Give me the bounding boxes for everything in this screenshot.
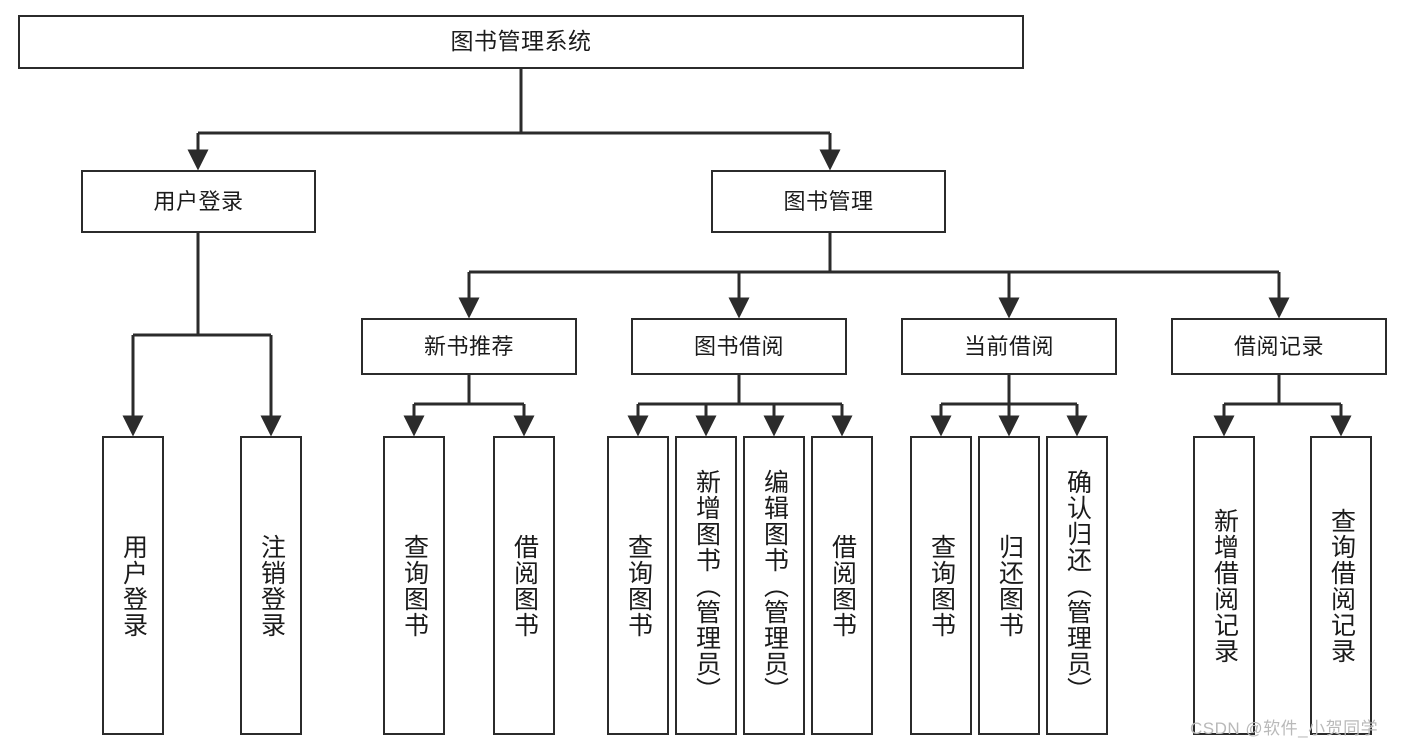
node-leaf-logout[interactable]: 注销登录	[240, 436, 302, 735]
node-leaf-query-book-2[interactable]: 查询图书	[607, 436, 669, 735]
node-label: 归还图书	[995, 533, 1024, 638]
node-leaf-add-borrow-record[interactable]: 新增借阅记录	[1193, 436, 1255, 735]
node-label: 借阅记录	[1233, 333, 1324, 359]
node-borrow-record[interactable]: 借阅记录	[1171, 318, 1387, 375]
node-label: 借阅图书	[828, 533, 857, 638]
node-label: 编辑图书（管理员）	[760, 468, 789, 703]
node-label: 新书推荐	[423, 333, 514, 359]
node-current-borrow[interactable]: 当前借阅	[901, 318, 1117, 375]
node-label: 新增借阅记录	[1210, 507, 1239, 664]
csdn-watermark: CSDN @软件_小贺同学	[1190, 719, 1379, 738]
node-leaf-query-book-3[interactable]: 查询图书	[910, 436, 972, 735]
node-label: 用户登录	[119, 533, 148, 638]
node-leaf-user-login[interactable]: 用户登录	[102, 436, 164, 735]
node-label: 注销登录	[257, 533, 286, 638]
node-label: 借阅图书	[510, 533, 539, 638]
node-leaf-add-book[interactable]: 新增图书（管理员）	[675, 436, 737, 735]
node-label: 新增图书（管理员）	[692, 468, 721, 703]
node-label: 确认归还（管理员）	[1063, 468, 1092, 703]
node-user-login[interactable]: 用户登录	[81, 170, 316, 233]
node-label: 查询图书	[927, 533, 956, 638]
node-leaf-borrow-book-1[interactable]: 借阅图书	[493, 436, 555, 735]
node-book-borrow[interactable]: 图书借阅	[631, 318, 847, 375]
node-leaf-borrow-book-2[interactable]: 借阅图书	[811, 436, 873, 735]
node-root-book-management-system[interactable]: 图书管理系统	[18, 15, 1024, 69]
node-label: 用户登录	[153, 188, 244, 214]
node-leaf-confirm-return[interactable]: 确认归还（管理员）	[1046, 436, 1108, 735]
node-label: 当前借阅	[963, 333, 1054, 359]
node-label: 图书管理	[783, 188, 874, 214]
node-leaf-query-borrow-record[interactable]: 查询借阅记录	[1310, 436, 1372, 735]
node-new-book-recommendation[interactable]: 新书推荐	[361, 318, 577, 375]
node-leaf-query-book-1[interactable]: 查询图书	[383, 436, 445, 735]
node-label: 图书管理系统	[450, 28, 592, 55]
node-label: 查询借阅记录	[1327, 507, 1356, 664]
node-leaf-edit-book[interactable]: 编辑图书（管理员）	[743, 436, 805, 735]
node-label: 图书借阅	[693, 333, 784, 359]
node-book-management[interactable]: 图书管理	[711, 170, 946, 233]
node-leaf-return-book[interactable]: 归还图书	[978, 436, 1040, 735]
node-label: 查询图书	[624, 533, 653, 638]
node-label: 查询图书	[400, 533, 429, 638]
